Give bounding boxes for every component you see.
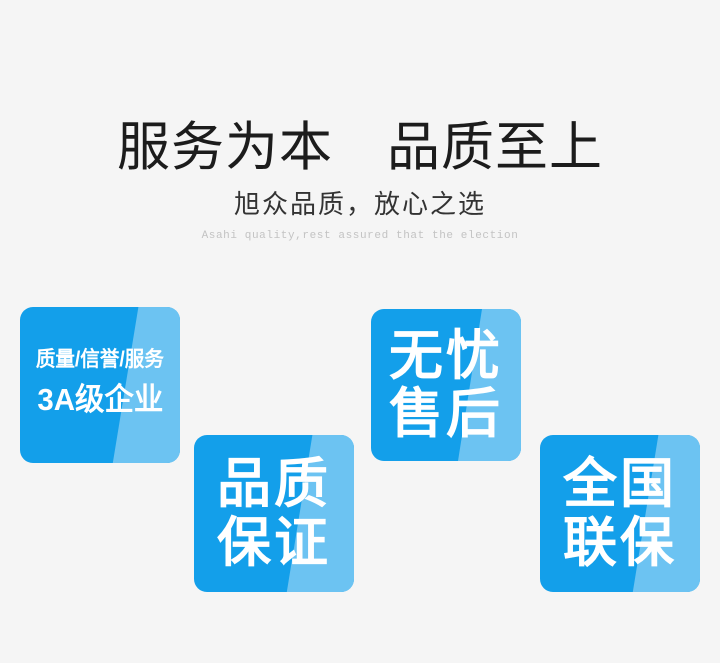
header-block: 服务为本 品质至上 旭众品质，放心之选 Asahi quality,rest a… [0,118,720,243]
page-subtitle: 旭众品质，放心之选 [233,190,486,220]
badge-3a-title: 3A级企业 [36,382,163,418]
badge-text-group: 无忧 售后 [371,309,521,461]
badge-3a-subtitle: 质量/信誉/服务 [35,348,165,372]
badge-quality-line-2: 保证 [217,512,331,573]
badge-quality-guarantee: 品质 保证 [194,435,354,592]
badge-text-group: 全国 联保 [540,435,700,592]
english-caption: Asahi quality,rest assured that the elec… [201,229,519,242]
badge-3a-enterprise: 质量/信誉/服务 3A级企业 [20,307,180,463]
badge-text-group: 质量/信誉/服务 3A级企业 [20,307,180,463]
badge-service-line-1: 无忧 [389,326,503,387]
page-title: 服务为本 品质至上 [117,118,603,177]
badge-quality-line-1: 品质 [217,454,331,515]
badge-service-line-2: 售后 [389,383,503,444]
badge-text-group: 品质 保证 [194,435,354,592]
badge-worry-free-after-sales: 无忧 售后 [371,309,521,461]
badge-warranty-line-1: 全国 [563,454,677,515]
badge-nationwide-warranty: 全国 联保 [540,435,700,592]
badge-warranty-line-2: 联保 [563,512,677,573]
